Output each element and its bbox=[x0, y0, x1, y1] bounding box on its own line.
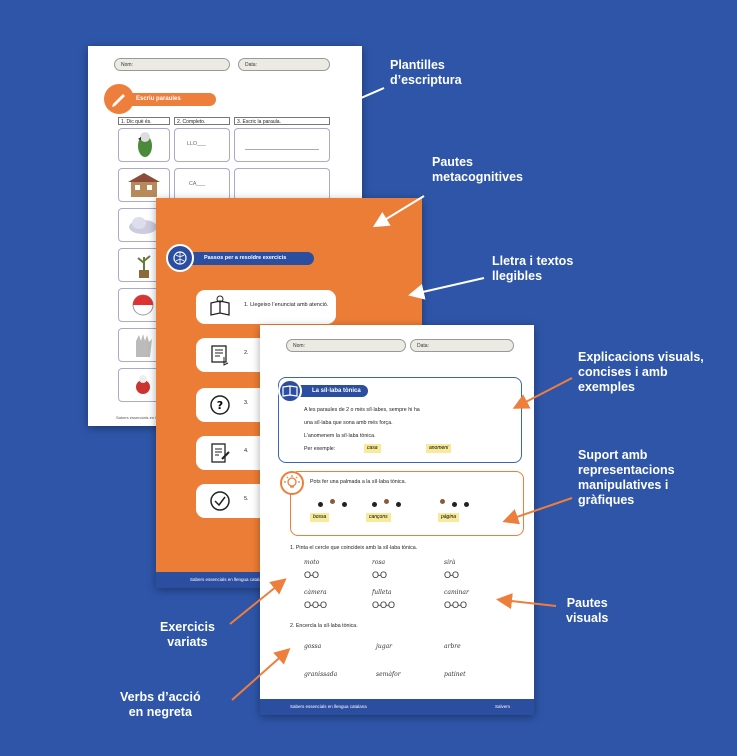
hint-text: LLO___ bbox=[187, 141, 206, 147]
example-word: anomeni bbox=[426, 444, 452, 453]
step-text: 3. bbox=[244, 400, 249, 406]
circles-3[interactable]: O-O-O bbox=[372, 600, 395, 610]
step-text: 4. bbox=[244, 448, 249, 454]
exercise-word: fulleta bbox=[372, 589, 392, 596]
syllable-dot bbox=[372, 502, 377, 507]
complete-cell: LLO___ bbox=[174, 128, 230, 162]
section-title: Passos per a resoldre exercicis bbox=[184, 252, 314, 265]
question-icon: ? bbox=[208, 393, 232, 417]
reading-icon bbox=[208, 295, 232, 319]
circles-2[interactable]: O-O bbox=[372, 570, 387, 580]
arrow bbox=[229, 578, 287, 625]
arrow bbox=[502, 497, 573, 525]
column-header: 1. Dic què és. bbox=[118, 117, 170, 125]
clap-word: bossa bbox=[310, 513, 330, 522]
check-circle-icon bbox=[208, 489, 232, 513]
clap-hand-icon bbox=[330, 499, 335, 504]
footer-text: Sabers essencials en llengua catalana bbox=[290, 704, 367, 709]
tonic-syllable-page: Nom: Data: La síl·laba tònica A les para… bbox=[260, 325, 534, 715]
exercise-word[interactable]: granissada bbox=[304, 671, 338, 678]
circles-3[interactable]: O-O-O bbox=[444, 600, 467, 610]
exercise-word[interactable]: arbre bbox=[444, 643, 461, 650]
explanation-line: L’anomenem la síl·laba tònica. bbox=[304, 433, 376, 439]
syllable-dot bbox=[342, 502, 347, 507]
date-field: Data: bbox=[238, 58, 330, 71]
circles-2[interactable]: O-O bbox=[304, 570, 319, 580]
section-title: Escriu paraules bbox=[126, 93, 216, 106]
exercise-word: càmera bbox=[304, 589, 327, 596]
lightbulb-icon bbox=[280, 471, 304, 495]
writing-icon bbox=[208, 441, 232, 465]
touch-screen-icon bbox=[208, 343, 232, 367]
circles-3[interactable]: O-O-O bbox=[304, 600, 327, 610]
syllable-dot bbox=[464, 502, 469, 507]
brand-logo: Salvem bbox=[494, 704, 510, 709]
syllable-dot bbox=[318, 502, 323, 507]
exercise-word[interactable]: semàfor bbox=[376, 671, 401, 678]
exercise-word[interactable]: jugar bbox=[376, 643, 393, 650]
syllable-dot bbox=[452, 502, 457, 507]
house-image bbox=[118, 168, 170, 202]
example-word: casa bbox=[364, 444, 381, 453]
clap-word: cançons bbox=[366, 513, 391, 522]
brain-icon bbox=[166, 244, 194, 272]
step-item: 1. Llegeixo l’enunciat amb atenció. bbox=[196, 290, 336, 324]
step-text: 1. Llegeixo l’enunciat amb atenció. bbox=[244, 302, 329, 308]
exercise-word[interactable]: gossa bbox=[304, 643, 322, 650]
parrot-image bbox=[118, 128, 170, 162]
clap-instruction: Pots fer una palmada a la síl·laba tònic… bbox=[310, 479, 406, 485]
exercise-word: caminar bbox=[444, 589, 469, 596]
arrow bbox=[512, 377, 573, 409]
exercise-word: moto bbox=[304, 559, 320, 566]
exercise-word: sirà bbox=[444, 559, 456, 566]
explanation-box bbox=[278, 377, 522, 463]
clap-word: pàgina bbox=[438, 513, 460, 522]
syllable-dot bbox=[396, 502, 401, 507]
explanation-line: A les paraules de 2 o més síl·labes, sem… bbox=[304, 407, 420, 413]
book-icon bbox=[278, 379, 302, 403]
svg-text:?: ? bbox=[217, 399, 223, 412]
name-field: Nom: bbox=[114, 58, 230, 71]
write-cell bbox=[234, 168, 330, 202]
step-text: 5. bbox=[244, 496, 249, 502]
hint-text: CA___ bbox=[189, 181, 206, 187]
exercise-word: rosa bbox=[372, 559, 386, 566]
pencil-icon bbox=[104, 84, 134, 114]
exercise-title: 2. Encercla la síl·laba tònica. bbox=[290, 623, 358, 629]
column-header: 2. Completo. bbox=[174, 117, 230, 125]
example-label: Per exemple: bbox=[304, 446, 336, 452]
arrow bbox=[408, 277, 485, 300]
page-footer: Sabers essencials en llengua catalana Sa… bbox=[260, 699, 534, 715]
arrow bbox=[372, 195, 425, 228]
column-header: 3. Escric la paraula. bbox=[234, 117, 330, 125]
name-field: Nom: bbox=[286, 339, 406, 352]
manipulative-box bbox=[290, 471, 524, 536]
section-title: La síl·laba tònica bbox=[290, 385, 368, 397]
clap-hand-icon bbox=[440, 499, 445, 504]
explanation-line: una síl·laba que sona amb més força. bbox=[304, 420, 393, 426]
page-footer: Sabers essencials en llengua catalana bbox=[116, 415, 185, 420]
arrow bbox=[231, 648, 291, 701]
step-text: 2. bbox=[244, 350, 249, 356]
arrow bbox=[332, 87, 385, 112]
arrow bbox=[496, 593, 557, 610]
exercise-word[interactable]: patinet bbox=[444, 671, 466, 678]
write-cell bbox=[234, 128, 330, 162]
clap-hand-icon bbox=[384, 499, 389, 504]
date-field: Data: bbox=[410, 339, 514, 352]
exercise-title: 1. Pinta el cercle que coincideix amb la… bbox=[290, 545, 418, 551]
circles-2[interactable]: O-O bbox=[444, 570, 459, 580]
